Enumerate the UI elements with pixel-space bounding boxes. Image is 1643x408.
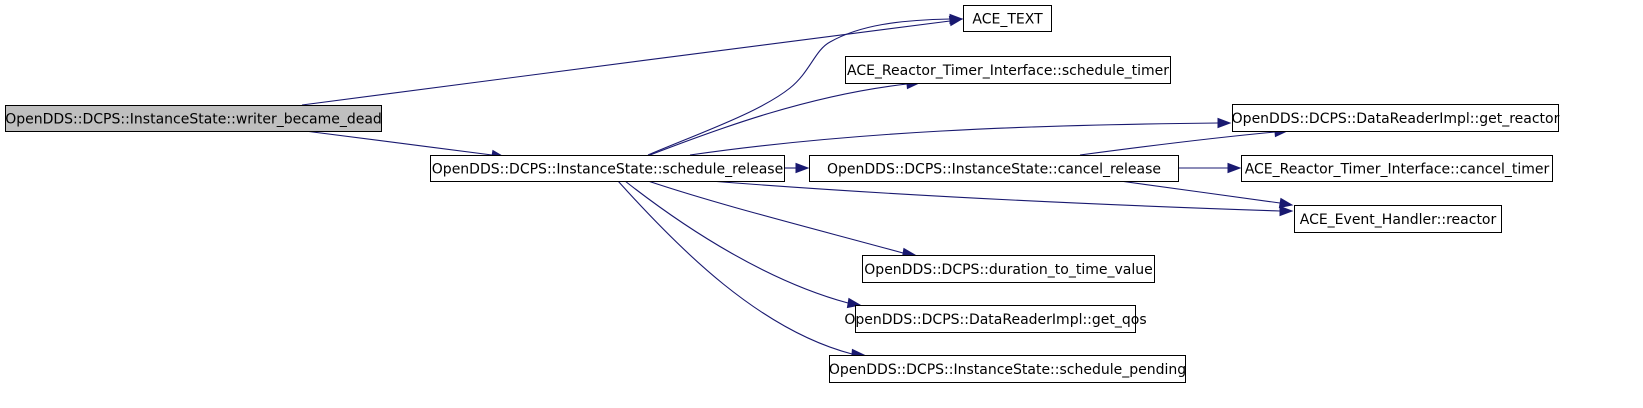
edge-schedule-release-to-get-qos xyxy=(624,180,862,309)
node-box xyxy=(1232,104,1559,132)
edge-line xyxy=(304,130,493,156)
nodes-layer: OpenDDS::DCPS::InstanceState::writer_bec… xyxy=(5,5,1560,383)
node-box xyxy=(963,5,1052,32)
node-label: OpenDDS::DCPS::DataReaderImpl::get_react… xyxy=(1232,111,1560,127)
node-label: ACE_Event_Handler::reactor xyxy=(1300,212,1497,228)
edge-schedule-release-to-cancel-release xyxy=(784,162,810,174)
edge-line xyxy=(301,20,951,106)
edge-line xyxy=(647,18,951,156)
node-box xyxy=(809,155,1179,182)
arrowhead-icon xyxy=(1227,162,1242,174)
node-box xyxy=(829,355,1186,383)
node-schedule-pending[interactable]: OpenDDS::DCPS::InstanceState::schedule_p… xyxy=(829,355,1186,383)
edge-schedule-release-to-reactor xyxy=(709,180,1294,217)
node-duration-to-time-value[interactable]: OpenDDS::DCPS::duration_to_time_value xyxy=(862,255,1155,283)
node-ace-text[interactable]: ACE_TEXT xyxy=(963,5,1052,32)
edge-cancel-release-to-reactor xyxy=(1119,180,1294,209)
node-box xyxy=(845,56,1171,84)
node-schedule-timer[interactable]: ACE_Reactor_Timer_Interface::schedule_ti… xyxy=(845,56,1171,84)
edge-line xyxy=(709,180,1281,212)
node-cancel-timer[interactable]: ACE_Reactor_Timer_Interface::cancel_time… xyxy=(1241,155,1553,182)
node-label: OpenDDS::DCPS::InstanceState::cancel_rel… xyxy=(827,162,1161,178)
edge-line xyxy=(647,180,904,254)
node-box xyxy=(5,105,382,132)
node-box xyxy=(855,305,1136,333)
edge-line xyxy=(624,180,849,304)
arrowhead-icon xyxy=(795,162,810,174)
node-box xyxy=(430,155,785,182)
node-get-reactor[interactable]: OpenDDS::DCPS::DataReaderImpl::get_react… xyxy=(1232,104,1560,132)
node-writer-became-dead: OpenDDS::DCPS::InstanceState::writer_bec… xyxy=(5,105,382,132)
edge-line xyxy=(617,180,853,355)
edge-schedule-release-to-get-reactor xyxy=(689,117,1232,156)
node-reactor[interactable]: ACE_Event_Handler::reactor xyxy=(1294,205,1502,233)
node-box xyxy=(862,255,1155,283)
node-get-qos[interactable]: OpenDDS::DCPS::DataReaderImpl::get_qos xyxy=(844,305,1147,333)
edge-line xyxy=(1079,131,1276,156)
node-label: ACE_Reactor_Timer_Interface::schedule_ti… xyxy=(847,63,1169,79)
node-label: OpenDDS::DCPS::InstanceState::schedule_p… xyxy=(829,362,1186,378)
node-label: ACE_TEXT xyxy=(972,12,1043,28)
node-cancel-release[interactable]: OpenDDS::DCPS::InstanceState::cancel_rel… xyxy=(809,155,1179,182)
node-label: OpenDDS::DCPS::DataReaderImpl::get_qos xyxy=(844,312,1146,328)
arrowhead-icon xyxy=(1217,117,1232,129)
arrowhead-icon xyxy=(1279,205,1294,217)
node-label: OpenDDS::DCPS::InstanceState::writer_bec… xyxy=(5,112,382,128)
edge-line xyxy=(689,122,1219,156)
edge-cancel-release-to-cancel-timer xyxy=(1178,162,1242,174)
node-label: ACE_Reactor_Timer_Interface::cancel_time… xyxy=(1245,162,1550,178)
node-label: OpenDDS::DCPS::duration_to_time_value xyxy=(864,262,1152,278)
node-schedule-release[interactable]: OpenDDS::DCPS::InstanceState::schedule_r… xyxy=(430,155,785,182)
edge-schedule-release-to-schedule-pending xyxy=(617,180,866,360)
node-box xyxy=(1241,155,1553,182)
edge-line xyxy=(1119,180,1281,204)
edge-schedule-release-to-ace-text xyxy=(647,13,964,156)
node-label: OpenDDS::DCPS::InstanceState::schedule_r… xyxy=(432,162,783,178)
arrowhead-icon xyxy=(1278,197,1294,209)
edge-line xyxy=(649,83,908,156)
arrowhead-icon xyxy=(949,13,964,25)
node-box xyxy=(1294,205,1502,233)
